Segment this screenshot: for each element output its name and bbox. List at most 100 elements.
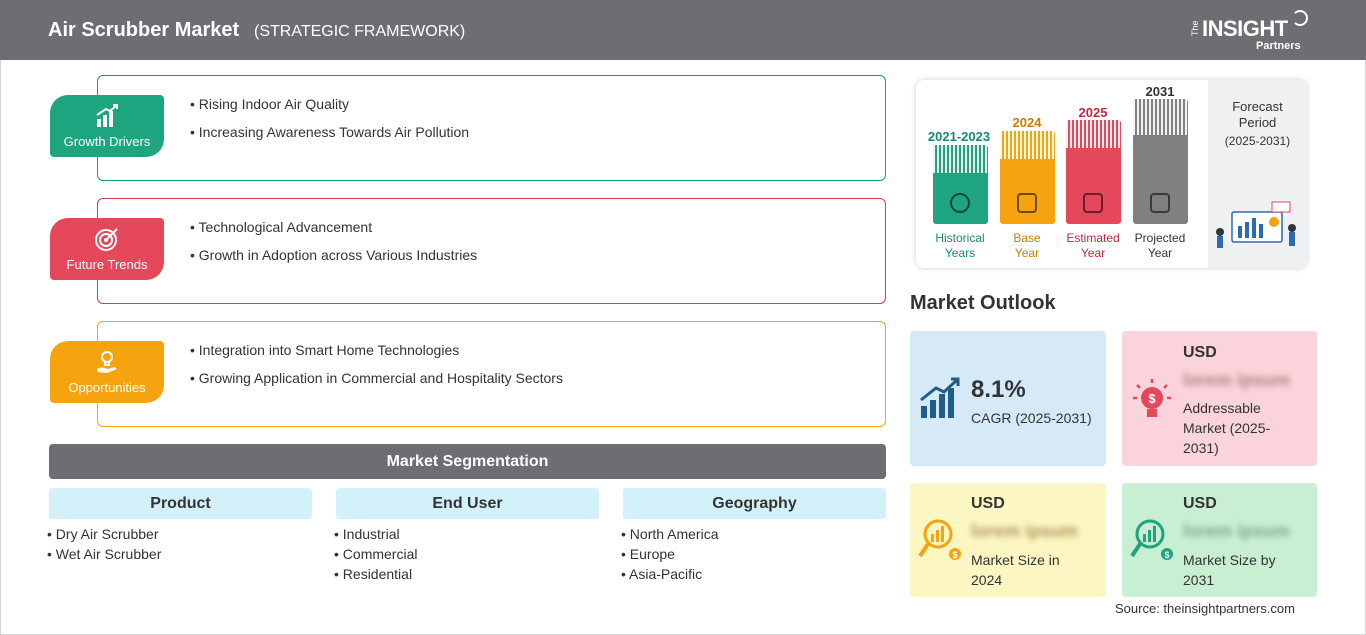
idea-dollar-icon: $: [1133, 379, 1171, 417]
list-item: Residential: [334, 566, 417, 582]
addressable-desc-line1: Addressable: [1183, 400, 1261, 416]
addressable-desc: Addressable Market (2025- 2031): [1183, 398, 1270, 458]
segment-header-product: Product: [49, 488, 312, 519]
addressable-desc-line3: 2031): [1183, 440, 1219, 456]
estimated-label-line2: Year: [1080, 246, 1106, 260]
growth-drivers-label: Growth Drivers: [63, 134, 151, 149]
estimated-year: 2025: [1078, 105, 1108, 120]
future-trend-item: Technological Advancement: [190, 219, 477, 235]
opportunity-item: Integration into Smart Home Technologies: [190, 342, 563, 358]
size-2024-desc: Market Size in 2024: [971, 550, 1060, 590]
size-2031-desc: Market Size by 2031: [1183, 550, 1276, 590]
addressable-desc-line2: Market (2025-: [1183, 420, 1271, 436]
analytics-people-icon: [1216, 201, 1296, 248]
future-trends-box: Technological Advancement Growth in Adop…: [97, 198, 886, 304]
magnifier-chart-icon: $: [918, 519, 961, 560]
market-segmentation-bar: Market Segmentation: [49, 444, 886, 479]
estimated-label-line1: Estimated: [1066, 231, 1120, 245]
logo-the: The: [1190, 20, 1200, 36]
bar-stripe: [1000, 131, 1055, 159]
historical-year: 2021-2023: [927, 129, 991, 144]
list-item: Industrial: [334, 526, 417, 542]
forecast-period-text: Forecast Period (2025-2031): [1208, 99, 1307, 149]
logo-main: INSIGHT: [1202, 16, 1288, 41]
size-2031-desc-line1: Market Size by: [1183, 552, 1276, 568]
future-trends-label: Future Trends: [66, 257, 148, 272]
presentation-icon: [1150, 193, 1170, 213]
hand-lightbulb-icon: [97, 351, 117, 373]
size-2024-value-blurred: lorem ipsum: [971, 521, 1079, 541]
forecast-label: Forecast: [1232, 99, 1283, 114]
svg-text:$: $: [1148, 391, 1156, 406]
history-clock-icon: [950, 193, 970, 213]
projected-label-line1: Projected: [1134, 231, 1186, 245]
growth-driver-item: Rising Indoor Air Quality: [190, 96, 469, 112]
magnifier-chart-icon: $: [1130, 519, 1173, 560]
growth-chart-icon: [920, 377, 960, 418]
size-2024-desc-line1: Market Size in: [971, 552, 1060, 568]
addressable-value-blurred: lorem ipsum: [1183, 370, 1291, 390]
target-icon: [95, 228, 118, 251]
list-item: Europe: [621, 546, 719, 562]
page-title: Air Scrubber Market: [48, 19, 240, 41]
base-bar: [1000, 131, 1055, 224]
historical-label-line1: Historical: [935, 231, 985, 245]
segment-header-end-user: End User: [336, 488, 599, 519]
bar-chart-icon: [96, 104, 118, 127]
projected-label-line2: Year: [1147, 246, 1173, 260]
calendar-icon: [1017, 193, 1037, 213]
projected-label: Projected Year: [1125, 231, 1195, 261]
segment-list-product: Dry Air Scrubber Wet Air Scrubber: [47, 526, 162, 566]
svg-text:$: $: [952, 550, 957, 560]
opportunities-box: Integration into Smart Home Technologies…: [97, 321, 886, 427]
forecast-period-label: Period: [1238, 115, 1277, 130]
logo-partners: Partners: [1256, 40, 1301, 52]
list-item: Asia-Pacific: [621, 566, 719, 582]
historical-label-line2: Years: [944, 246, 976, 260]
size-2031-usd: USD: [1183, 495, 1217, 512]
source-link[interactable]: Source: theinsightpartners.com: [1115, 601, 1295, 616]
segment-list-geography: North America Europe Asia-Pacific: [621, 526, 719, 586]
base-label-line2: Year: [1014, 246, 1040, 260]
header-bar: Air Scrubber Market (STRATEGIC FRAMEWORK…: [0, 0, 1366, 60]
growth-drivers-box: Rising Indoor Air Quality Increasing Awa…: [97, 75, 886, 181]
list-item: Commercial: [334, 546, 418, 562]
size-2031-value-blurred: lorem ipsum: [1183, 521, 1291, 541]
addressable-usd: USD: [1183, 344, 1217, 361]
cagr-label: CAGR (2025-2031): [971, 410, 1092, 426]
cagr-value: 8.1%: [971, 376, 1026, 403]
market-outlook-title: Market Outlook: [910, 292, 1056, 314]
bar-stripe: [933, 145, 988, 173]
base-label: Base Year: [992, 231, 1062, 261]
bar-stripe: [1066, 120, 1121, 148]
bar-stripe: [1133, 99, 1188, 135]
svg-text:$: $: [1164, 550, 1169, 560]
size-2024-desc-line2: 2024: [971, 572, 1003, 588]
segment-list-end-user: Industrial Commercial Residential: [334, 526, 418, 586]
list-item: Wet Air Scrubber: [47, 546, 162, 562]
insight-partners-logo: The INSIGHT Partners: [1190, 10, 1310, 54]
estimated-label: Estimated Year: [1058, 231, 1128, 261]
opportunity-item: Growing Application in Commercial and Ho…: [190, 370, 563, 386]
list-item: North America: [621, 526, 719, 542]
projected-year: 2031: [1145, 84, 1175, 99]
gears-icon: [1083, 193, 1103, 213]
opportunities-badge: Opportunities: [50, 341, 164, 403]
list-item: Dry Air Scrubber: [47, 526, 161, 542]
future-trend-item: Growth in Adoption across Various Indust…: [190, 247, 477, 263]
size-2024-usd: USD: [971, 495, 1005, 512]
historical-bar: [933, 145, 988, 224]
projected-bar: [1133, 99, 1188, 224]
size-2031-desc-line2: 2031: [1183, 572, 1215, 588]
logo-swirl-icon: [1292, 10, 1308, 26]
opportunities-label: Opportunities: [68, 380, 146, 395]
historical-label: Historical Years: [925, 231, 995, 261]
segment-header-geography: Geography: [623, 488, 886, 519]
page-subtitle: (STRATEGIC FRAMEWORK): [254, 23, 466, 40]
base-year: 2024: [1012, 115, 1042, 130]
future-trends-badge: Future Trends: [50, 218, 164, 280]
growth-driver-item: Increasing Awareness Towards Air Polluti…: [190, 124, 469, 140]
forecast-years: (2025-2031): [1224, 134, 1291, 148]
base-label-line1: Base: [1013, 231, 1041, 245]
estimated-bar: [1066, 120, 1121, 224]
